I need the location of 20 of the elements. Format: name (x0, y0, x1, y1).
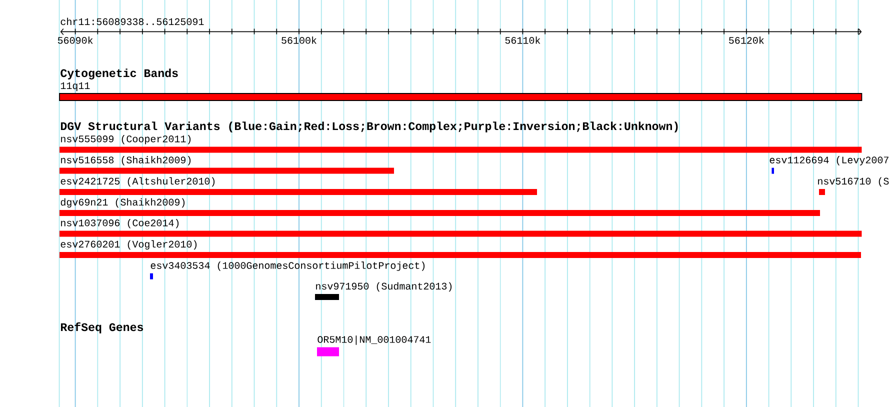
feature-label: OR5M10|NM_001004741 (318, 336, 431, 345)
feature-label: esv1126694 (Levy2007 (770, 156, 888, 166)
feature-label: nsv971950 (Sudmant2013) (316, 282, 452, 292)
tick-label: 56100k (282, 36, 316, 44)
feature-label: nsv516710 (S (818, 177, 889, 187)
track-heading: DGV Structural Variants (Blue:Gain;Red:Loss;Brown:Complex;Purple:Inversion;Black:Unknown) (60, 122, 678, 132)
tick-label: 56120k (729, 36, 764, 44)
feature-label: dgv69n21 (Shaikh2009) (60, 198, 185, 208)
feature-label: esv2421725 (Altshuler2010) (60, 177, 215, 187)
feature-label: esv3403534 (1000GenomesConsortiumPilotProject) (150, 262, 425, 271)
feature-label: esv2760201 (Vogler2010) (60, 240, 197, 250)
tick-label: 56110k (505, 36, 540, 44)
feature-label: nsv555099 (Cooper2011) (61, 134, 191, 144)
feature-label: 11q11 (60, 82, 90, 92)
feature-label: nsv516558 (Shaikh2009) (61, 156, 191, 166)
track-heading: Cytogenetic Bands (60, 68, 178, 80)
tick-label: 56090k (58, 36, 93, 44)
track-heading: RefSeq Genes (61, 322, 144, 334)
coordinate-label: chr11:56089338..56125091 (60, 18, 204, 26)
feature-label: nsv1037096 (Coe2014) (61, 218, 179, 228)
